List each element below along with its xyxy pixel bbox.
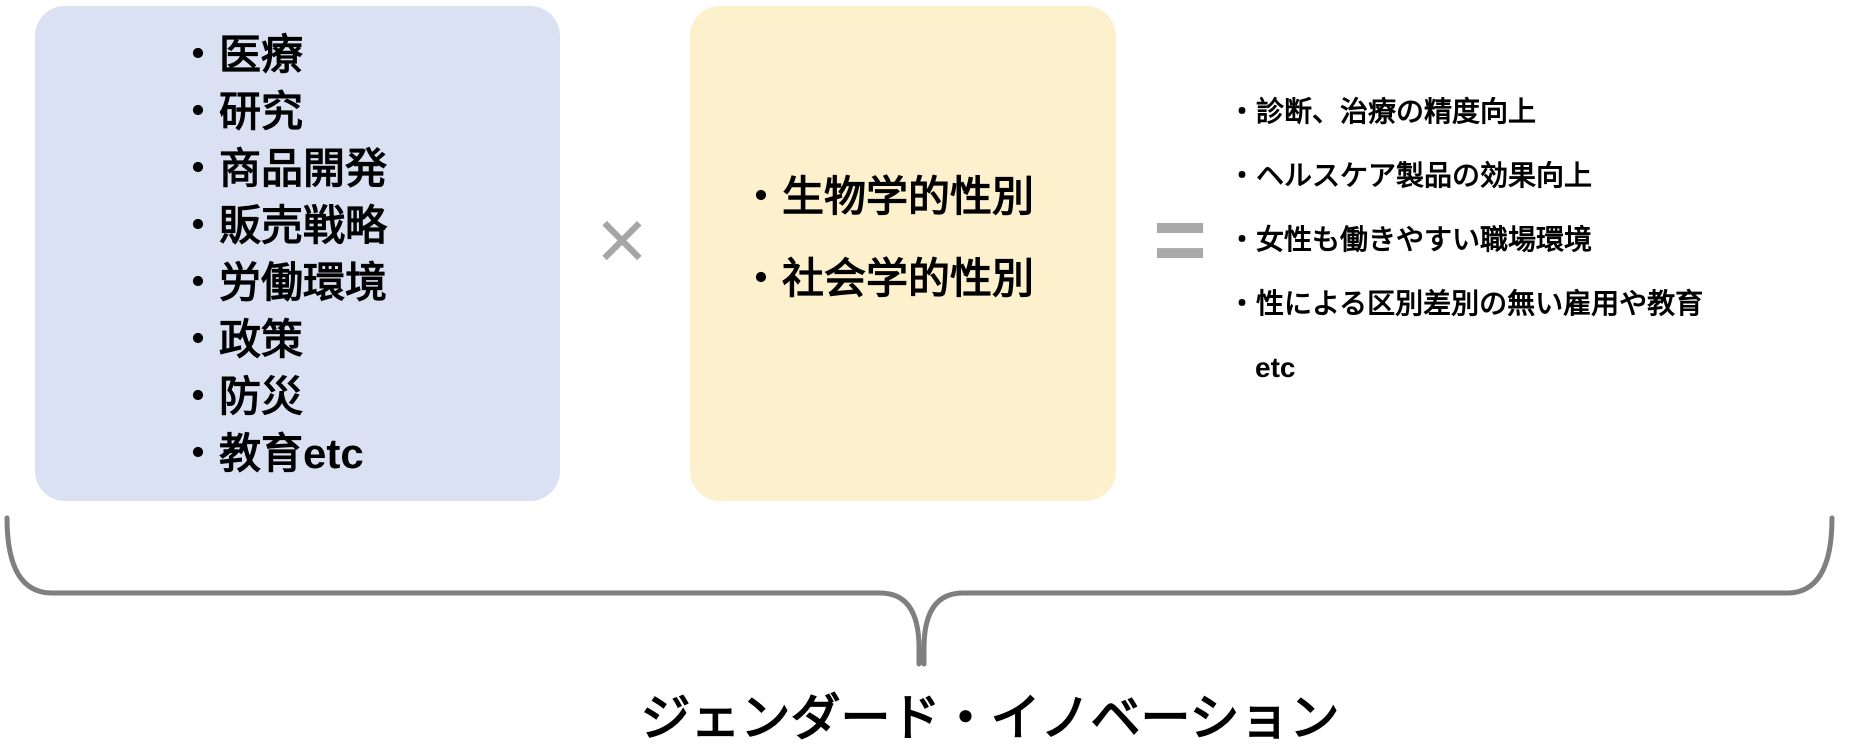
sex-types-box: ・生物学的性別 ・社会学的性別 [690, 6, 1116, 501]
list-item: ・商品開発 [177, 145, 388, 192]
list-item: ・女性も働きやすい職場環境 [1228, 224, 1593, 255]
list-item: ・政策 [177, 316, 304, 363]
list-item: ・診断、治療の精度向上 [1228, 96, 1537, 127]
outcomes-list: ・診断、治療の精度向上 ・ヘルスケア製品の効果向上 ・女性も働きやすい職場環境 … [1228, 80, 1703, 400]
list-item: ・教育etc [177, 430, 364, 477]
application-domains-box: ・医療 ・研究 ・商品開発 ・販売戦略 ・労働環境 ・政策 ・防災 ・教育etc [35, 6, 560, 501]
list-item: etc [1255, 352, 1296, 383]
list-item: ・防災 [177, 373, 304, 420]
list-item: ・医療 [177, 31, 304, 78]
list-item: ・社会学的性別 [740, 255, 1035, 302]
brace-label: ジェンダード・イノベーション [640, 690, 1340, 746]
equals-operator-icon: = [1153, 189, 1207, 291]
list-item: ・ヘルスケア製品の効果向上 [1228, 160, 1593, 191]
list-item: ・研究 [177, 88, 304, 135]
list-item: ・労働環境 [177, 259, 388, 306]
list-item: ・生物学的性別 [740, 173, 1035, 220]
list-item: ・性による区別差別の無い雇用や教育 [1228, 288, 1704, 319]
multiply-operator-icon: × [596, 190, 648, 289]
list-item: ・販売戦略 [177, 202, 388, 249]
